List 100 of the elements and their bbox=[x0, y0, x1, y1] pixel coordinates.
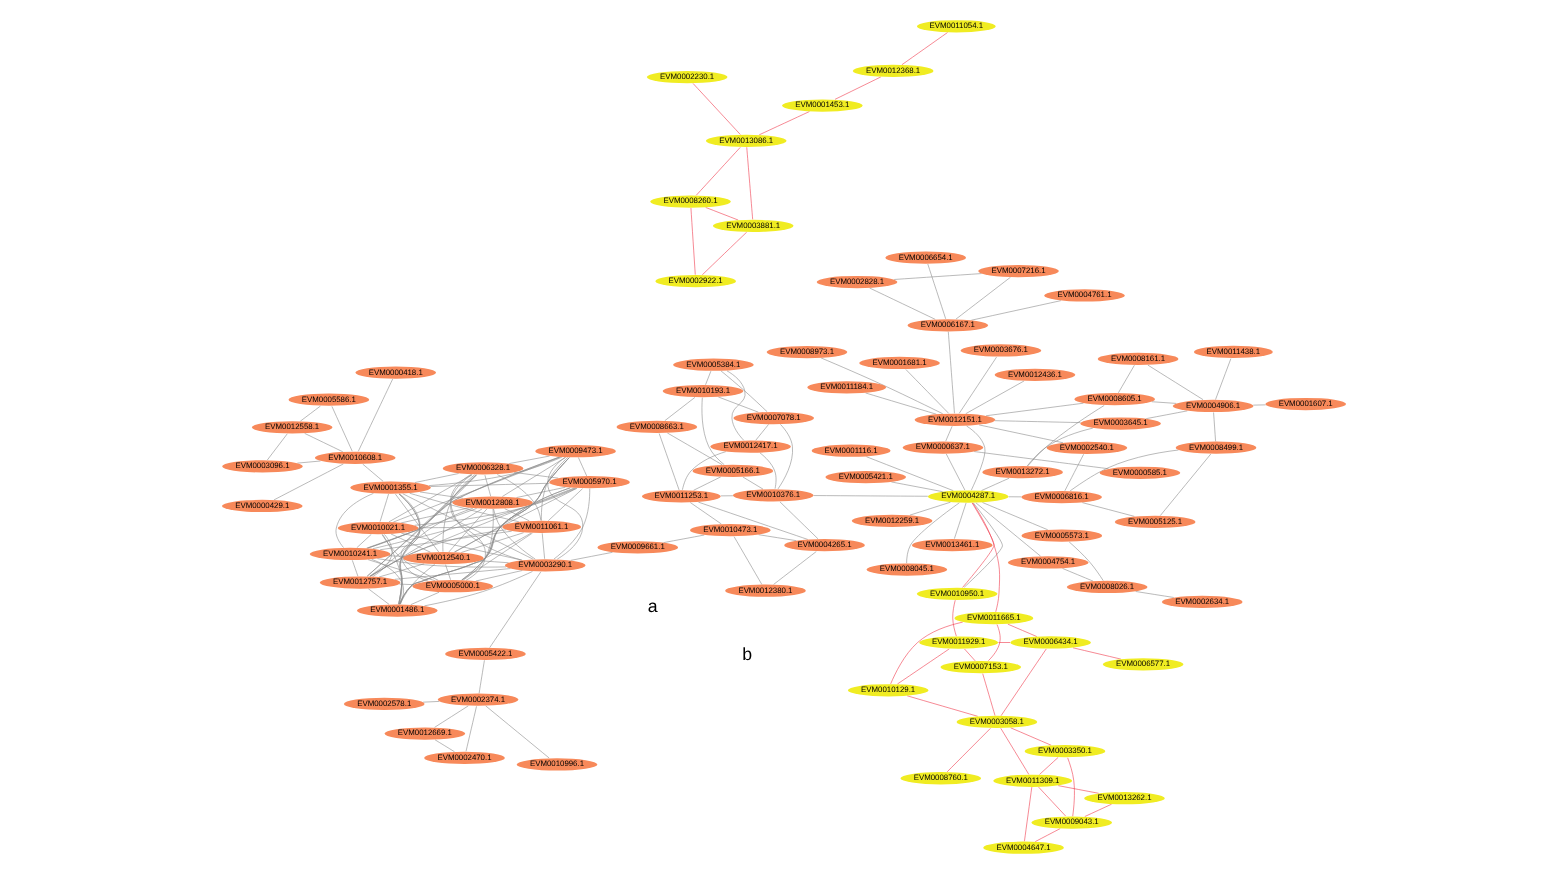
connector bbox=[688, 502, 721, 525]
connector bbox=[418, 491, 463, 499]
connector bbox=[459, 532, 523, 553]
connector bbox=[758, 452, 776, 489]
connector bbox=[371, 534, 392, 577]
connector bbox=[953, 502, 966, 539]
connector bbox=[1251, 404, 1265, 406]
connector bbox=[896, 648, 949, 685]
connector bbox=[981, 502, 1048, 531]
connector bbox=[488, 571, 541, 648]
connector bbox=[757, 111, 809, 136]
connector bbox=[413, 473, 458, 483]
connector bbox=[546, 457, 583, 560]
connector bbox=[266, 433, 287, 461]
connector bbox=[657, 433, 679, 491]
connector bbox=[540, 457, 568, 521]
connector bbox=[944, 453, 965, 491]
connector bbox=[387, 474, 472, 523]
connector bbox=[397, 474, 476, 605]
connector bbox=[515, 486, 565, 498]
connector bbox=[776, 424, 792, 490]
connector bbox=[449, 474, 485, 581]
connector bbox=[833, 76, 881, 100]
connector bbox=[984, 402, 1083, 417]
connector bbox=[666, 432, 722, 466]
connector bbox=[732, 536, 762, 585]
connector bbox=[1083, 803, 1111, 817]
connector bbox=[663, 397, 695, 421]
connector bbox=[1081, 502, 1134, 517]
connector bbox=[951, 599, 956, 637]
connector bbox=[484, 705, 549, 759]
connector bbox=[381, 534, 402, 605]
connector bbox=[944, 425, 952, 442]
connector bbox=[904, 369, 948, 414]
connector bbox=[980, 477, 1009, 491]
connector bbox=[365, 508, 476, 549]
connector bbox=[423, 571, 532, 607]
connector bbox=[697, 501, 808, 540]
connector bbox=[1061, 568, 1093, 582]
connector bbox=[400, 532, 522, 561]
connector bbox=[704, 207, 738, 221]
label: b bbox=[741, 643, 752, 664]
connector bbox=[1066, 757, 1074, 817]
connector bbox=[299, 405, 320, 422]
connector bbox=[474, 570, 522, 582]
connector bbox=[1071, 647, 1121, 660]
connector bbox=[460, 457, 569, 581]
connector bbox=[460, 487, 570, 581]
connector bbox=[368, 529, 506, 577]
connector bbox=[1134, 591, 1173, 598]
connector bbox=[993, 420, 1080, 423]
connector bbox=[483, 474, 491, 497]
connector bbox=[444, 564, 450, 581]
connector bbox=[987, 624, 1000, 661]
connector bbox=[889, 621, 962, 685]
connector bbox=[957, 356, 996, 414]
connector bbox=[398, 583, 413, 585]
connector bbox=[492, 508, 535, 560]
connector bbox=[365, 474, 476, 577]
connector bbox=[692, 476, 721, 491]
connector bbox=[1144, 410, 1187, 419]
connector bbox=[962, 502, 1002, 588]
connector bbox=[965, 425, 985, 491]
connector bbox=[552, 488, 590, 560]
connector bbox=[900, 32, 947, 66]
connector bbox=[999, 728, 1029, 775]
connector bbox=[704, 370, 711, 386]
connector bbox=[462, 508, 493, 581]
connector bbox=[366, 559, 435, 581]
connector bbox=[812, 495, 928, 497]
connector bbox=[999, 648, 1046, 716]
connector bbox=[427, 456, 562, 486]
label: a bbox=[646, 596, 657, 617]
connector bbox=[997, 642, 1010, 643]
connector bbox=[433, 739, 454, 753]
connector bbox=[460, 532, 532, 581]
connector bbox=[865, 456, 953, 491]
connector bbox=[662, 534, 704, 543]
connector bbox=[868, 287, 935, 320]
connector bbox=[409, 591, 439, 605]
connector bbox=[725, 370, 745, 441]
connector bbox=[368, 487, 574, 577]
connector bbox=[303, 433, 343, 453]
connector bbox=[334, 493, 373, 548]
connector bbox=[947, 331, 954, 414]
connector bbox=[892, 273, 981, 280]
connector bbox=[981, 673, 995, 716]
connector bbox=[569, 552, 612, 561]
connector bbox=[905, 695, 977, 717]
connector bbox=[1117, 364, 1134, 394]
connector bbox=[778, 501, 818, 540]
connector bbox=[1006, 623, 1037, 637]
connector bbox=[447, 508, 487, 553]
connector bbox=[719, 370, 767, 413]
connector bbox=[547, 488, 582, 522]
connector bbox=[1146, 364, 1203, 400]
connector bbox=[376, 558, 506, 568]
connector bbox=[1214, 358, 1231, 400]
connector bbox=[397, 507, 473, 605]
connector bbox=[366, 456, 559, 549]
